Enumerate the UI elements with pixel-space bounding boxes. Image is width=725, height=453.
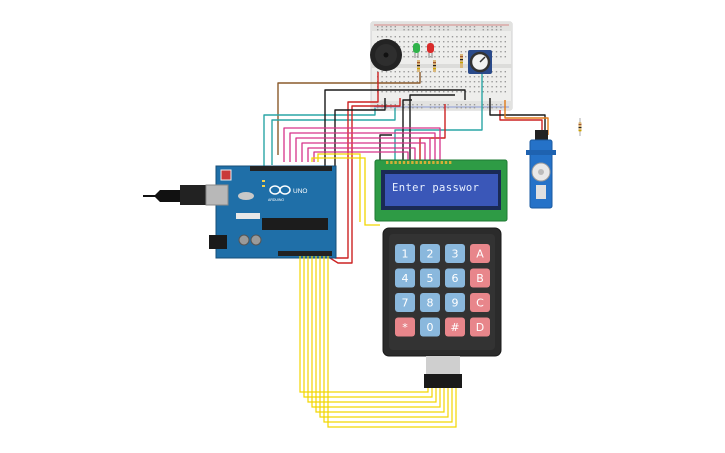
wire-red bbox=[329, 98, 401, 264]
keypad-connector bbox=[424, 374, 462, 388]
green-led[interactable] bbox=[413, 43, 420, 58]
red-led[interactable] bbox=[427, 43, 434, 58]
key-label: 7 bbox=[402, 297, 409, 310]
key-4[interactable]: 4 bbox=[395, 268, 415, 288]
key-label: 9 bbox=[452, 297, 459, 310]
breadboard[interactable] bbox=[370, 21, 513, 111]
wire-yellow bbox=[315, 256, 445, 413]
wire-yellow bbox=[303, 256, 433, 398]
lcd-display[interactable]: Enter passwor bbox=[374, 159, 508, 222]
wire-pink bbox=[301, 142, 426, 162]
wire-yellow bbox=[311, 256, 441, 408]
wire-yellow bbox=[323, 256, 453, 423]
key-label: 5 bbox=[427, 272, 434, 285]
key-label: C bbox=[476, 297, 484, 310]
keypad[interactable]: 1 2 3 A 4 5 6 B 7 8 9 C * 0 # D bbox=[382, 227, 502, 388]
key-5[interactable]: 5 bbox=[420, 268, 440, 288]
arduino-logo-icon bbox=[269, 185, 291, 195]
wire-teal bbox=[271, 108, 396, 165]
wires-yellow-lcd bbox=[311, 153, 380, 226]
loose-resistor[interactable] bbox=[578, 118, 582, 136]
key-label: 1 bbox=[402, 248, 409, 261]
key-hash[interactable]: # bbox=[445, 317, 465, 337]
key-6[interactable]: 6 bbox=[445, 268, 465, 288]
wire-pink bbox=[295, 137, 431, 162]
resistor[interactable] bbox=[433, 60, 436, 72]
key-a[interactable]: A bbox=[470, 244, 490, 263]
key-label: 8 bbox=[427, 297, 434, 310]
buzzer[interactable] bbox=[370, 39, 402, 71]
key-label: D bbox=[476, 321, 484, 334]
key-3[interactable]: 3 bbox=[445, 244, 465, 263]
key-label: 3 bbox=[452, 248, 459, 261]
lcd-pins bbox=[386, 161, 452, 164]
wire-black bbox=[489, 98, 546, 135]
key-9[interactable]: 9 bbox=[445, 293, 465, 312]
key-star[interactable]: * bbox=[395, 317, 415, 337]
wire-yellow bbox=[319, 256, 449, 418]
wire-pink bbox=[289, 132, 436, 162]
wire-teal bbox=[394, 74, 483, 160]
wire-pink bbox=[283, 127, 441, 162]
key-1[interactable]: 1 bbox=[395, 244, 415, 263]
key-label: 2 bbox=[427, 248, 434, 261]
wire-yellow bbox=[307, 256, 437, 403]
key-b[interactable]: B bbox=[470, 268, 490, 288]
resistor[interactable] bbox=[417, 60, 420, 72]
arduino-brand-label: ARDUINO bbox=[268, 198, 284, 202]
key-c[interactable]: C bbox=[470, 293, 490, 312]
key-label: 4 bbox=[402, 272, 409, 285]
arduino-uno-board[interactable]: UNO ARDUINO bbox=[143, 165, 337, 259]
wire-yellow bbox=[317, 153, 361, 222]
key-label: 0 bbox=[427, 321, 434, 334]
wire-pink bbox=[313, 151, 409, 162]
wires bbox=[263, 72, 549, 264]
key-2[interactable]: 2 bbox=[420, 244, 440, 263]
key-7[interactable]: 7 bbox=[395, 293, 415, 312]
lcd-screen bbox=[385, 174, 498, 206]
reset-button[interactable] bbox=[220, 169, 232, 181]
key-label: B bbox=[476, 272, 484, 285]
wire-yellow bbox=[311, 157, 380, 226]
key-d[interactable]: D bbox=[470, 317, 490, 337]
wire-yellow bbox=[299, 256, 429, 393]
key-8[interactable]: 8 bbox=[420, 293, 440, 312]
key-label: A bbox=[476, 248, 484, 261]
usb-cable bbox=[143, 190, 180, 202]
atmega-chip bbox=[262, 218, 328, 230]
wire-brown bbox=[277, 72, 421, 155]
wire-red bbox=[419, 104, 446, 160]
key-label: # bbox=[450, 321, 459, 334]
wire-teal bbox=[263, 108, 376, 168]
wire-yellow bbox=[327, 256, 457, 428]
uno-label: UNO bbox=[293, 188, 307, 195]
lcd-text: Enter passwor bbox=[392, 182, 479, 194]
keypad-keys: 1 2 3 A 4 5 6 B 7 8 9 C * 0 # D bbox=[395, 244, 490, 337]
wire-orange bbox=[504, 100, 549, 135]
wires-yellow bbox=[299, 256, 457, 428]
key-0[interactable]: 0 bbox=[420, 317, 440, 337]
wire-pink bbox=[307, 147, 416, 162]
wire-black bbox=[402, 99, 412, 160]
resistor[interactable] bbox=[460, 54, 463, 68]
key-label: 6 bbox=[452, 272, 459, 285]
servo-motor[interactable] bbox=[526, 130, 556, 209]
potentiometer[interactable] bbox=[468, 50, 492, 74]
key-label: * bbox=[402, 321, 408, 334]
